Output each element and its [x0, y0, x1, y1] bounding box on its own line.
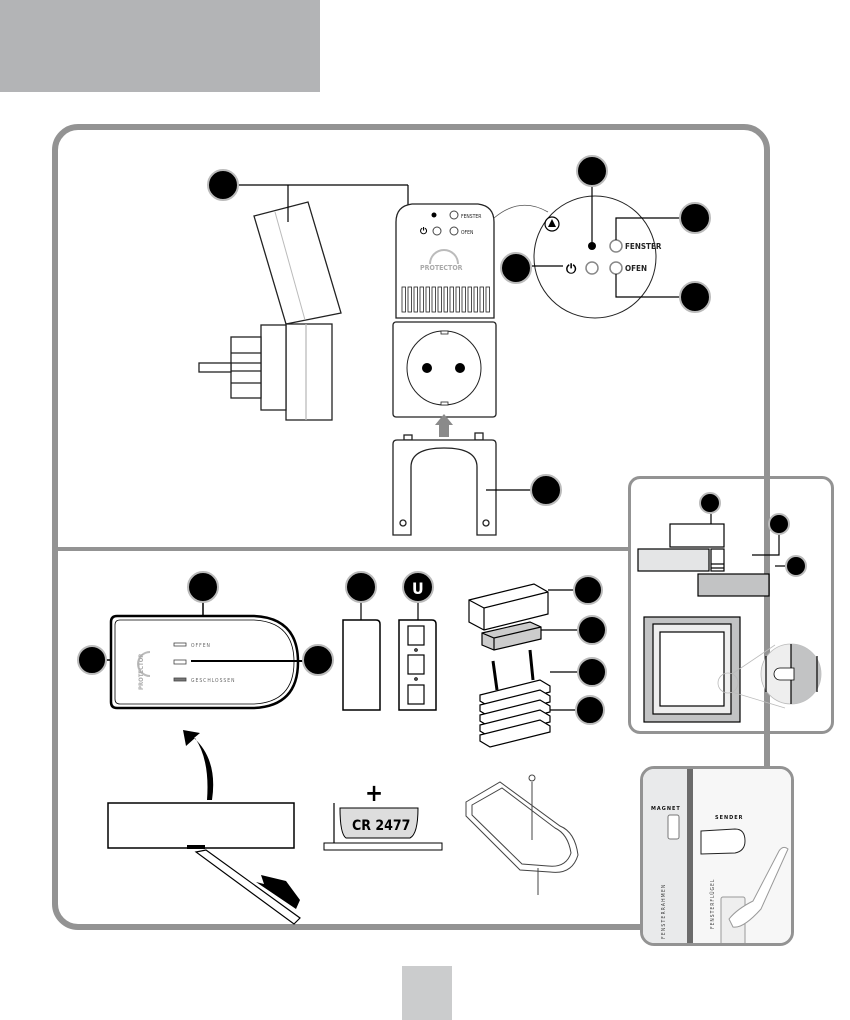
callout-marker [188, 572, 218, 602]
vent-slot [420, 287, 424, 312]
callout-marker [574, 576, 602, 604]
callout-marker [680, 282, 710, 312]
led-ofen [450, 227, 458, 235]
led-middle [174, 660, 186, 664]
vent-slot [438, 287, 442, 312]
vent-slot [426, 287, 430, 312]
vent-slot [456, 287, 460, 312]
label-fenster: FENSTER [461, 214, 481, 220]
sender-protector-logo: PROTECTOR [138, 653, 145, 690]
vent-slot [468, 287, 472, 312]
sash-label: FENSTERFLÜGEL [709, 879, 716, 929]
led-offen [174, 643, 186, 646]
callout-marker [576, 696, 604, 724]
callout-marker [208, 170, 238, 200]
magnet-alignment-panel [628, 476, 834, 734]
callout-marker [531, 475, 561, 505]
callout-marker [578, 658, 606, 686]
magnet-back-view [399, 620, 436, 710]
callout-marker [578, 616, 606, 644]
vent-slot [408, 287, 412, 312]
callout-marker [577, 156, 607, 186]
label-ofen: OFEN [461, 230, 473, 236]
power-icon: ⏻ [420, 226, 428, 237]
battery-insert: + CR 2477 [324, 779, 442, 850]
led-geschlossen [174, 678, 186, 681]
callout-marker [346, 572, 376, 602]
sender-unit [701, 829, 745, 854]
vent-slot [402, 287, 406, 312]
vent-slot [474, 287, 478, 312]
detail-led-ofen [610, 262, 622, 274]
magnet-label: MAGNET [651, 806, 681, 812]
status-led-dot [432, 213, 437, 218]
led-power [433, 227, 441, 235]
exploded-mounting-assembly [469, 584, 550, 747]
detail-label-fenster: FENSTER [625, 242, 662, 251]
adapter-side-view [199, 202, 341, 420]
vent-slot [486, 287, 490, 312]
detail-led-power [586, 262, 598, 274]
vent-slot [480, 287, 484, 312]
socket-outlet [393, 322, 496, 417]
detail-label-ofen: OFEN [625, 264, 647, 273]
protector-logo: PROTECTOR [420, 264, 463, 272]
label-geschlossen: GESCHLOSSEN [191, 678, 236, 684]
magnet-unit [668, 815, 679, 839]
led-detail-magnifier [534, 196, 656, 318]
detail-led-fenster [610, 240, 622, 252]
callout-marker [78, 646, 106, 674]
zoom-connector-arc [494, 205, 548, 218]
lift-arrow-icon [183, 730, 213, 800]
callout-marker [501, 253, 531, 283]
callout-u-label: U [412, 579, 424, 598]
vent-slot [444, 287, 448, 312]
led-fenster [450, 211, 458, 219]
installed-window-illustration: MAGNET SENDER FENSTERRAHMEN FENSTERFLÜGE… [643, 769, 794, 946]
battery-cover-removal [108, 730, 300, 924]
vent-slot [450, 287, 454, 312]
vent-slot [462, 287, 466, 312]
vent-slot [432, 287, 436, 312]
sender-label: SENDER [715, 815, 743, 821]
callout-marker [680, 203, 710, 233]
ventilation-grille [402, 287, 490, 312]
battery-label: CR 2477 [352, 818, 410, 834]
base-plate-with-screw [466, 775, 578, 895]
callout-marker [303, 645, 333, 675]
page-number-tab [402, 966, 452, 1020]
mounting-bracket [393, 433, 496, 535]
label-offen: OFFEN [191, 643, 211, 649]
installation-photo-panel: MAGNET SENDER FENSTERRAHMEN FENSTERFLÜGE… [640, 766, 794, 946]
detail-power-icon: ⏻ [566, 262, 577, 277]
adapter-front-view: FENSTER ⏻ OFEN PROTECTOR [396, 204, 494, 318]
plus-polarity-icon: + [365, 779, 383, 807]
magnet-side-view [343, 620, 380, 710]
frame-label: FENSTERRAHMEN [661, 884, 667, 939]
vent-slot [414, 287, 418, 312]
